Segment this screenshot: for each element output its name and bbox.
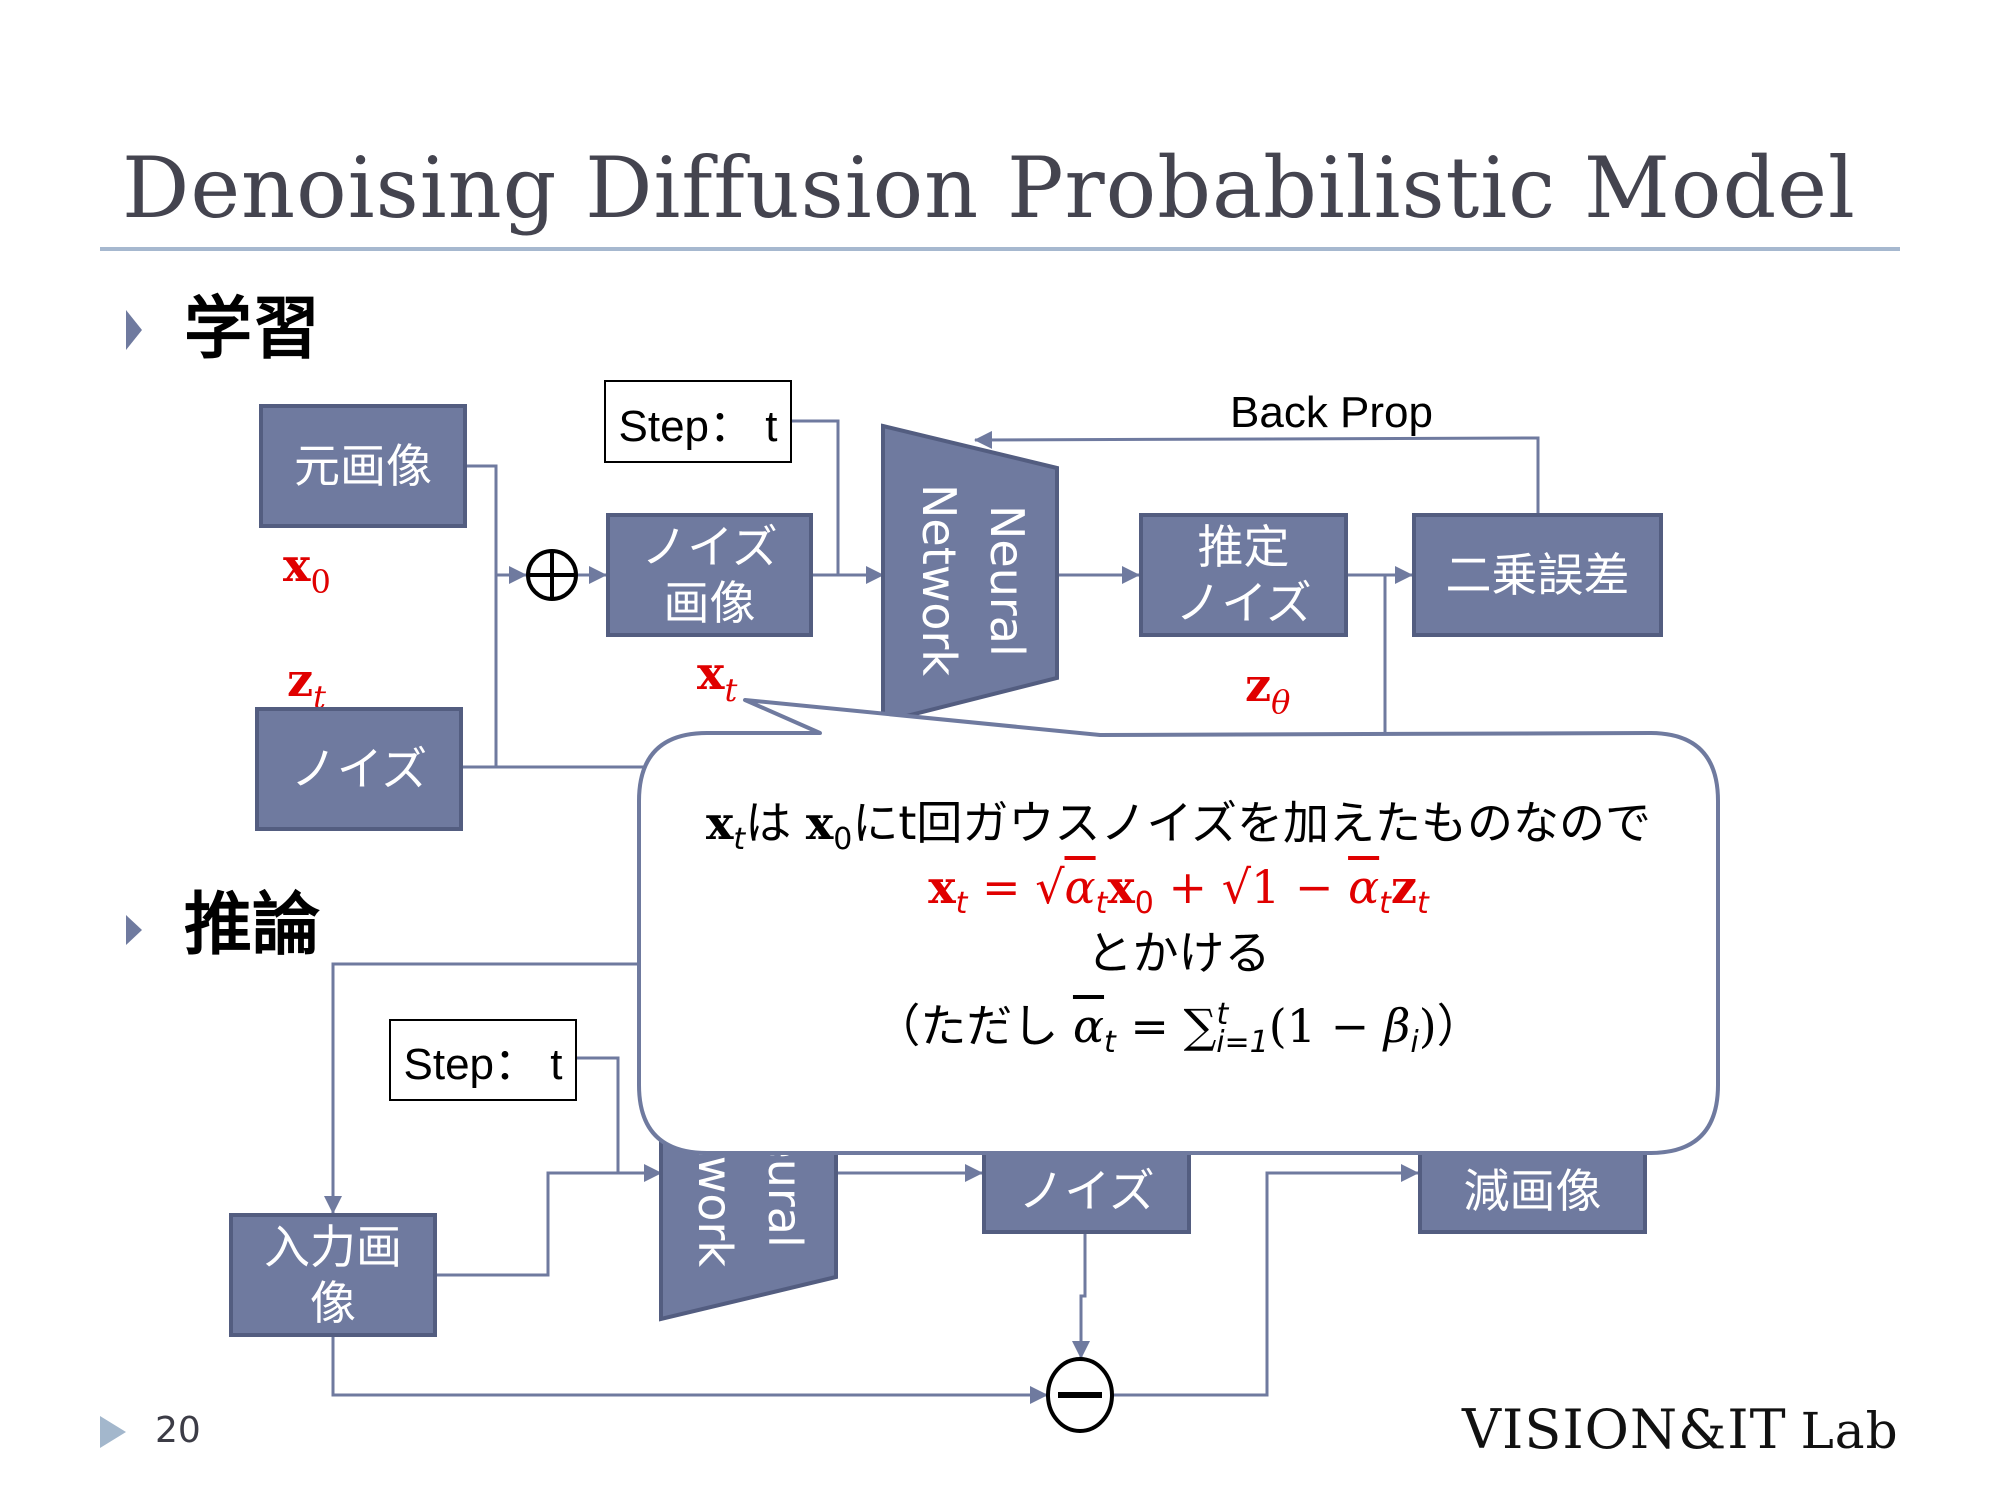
training-heading: 学習 xyxy=(184,290,321,369)
input-image-box: 入力画 像 xyxy=(229,1213,437,1337)
connector-step-infer xyxy=(576,1056,620,1173)
connector-feedback-loop xyxy=(324,962,700,1214)
callout-line-3: とかける xyxy=(1086,926,1271,980)
denoised-image-visible-line: 減画像 xyxy=(1463,1163,1602,1218)
lab-logo-main: VISION&IT xyxy=(1462,1398,1787,1461)
connector-input-to-sub xyxy=(331,1337,1048,1404)
zt-label: zt xyxy=(287,653,326,716)
callout-line-1: xtは x0にt回ガウスノイズを加えたものなので xyxy=(705,796,1651,857)
lab-logo-suffix: Lab xyxy=(1800,1402,1899,1460)
connector-sub-to-denoised xyxy=(1113,1164,1419,1397)
estimated-noise-line1: 推定 xyxy=(1197,520,1290,574)
estimated-noise-line2: ノイズ xyxy=(1175,576,1312,630)
connector-x0-to-add xyxy=(467,464,498,767)
inference-estimated-noise-visible-line: ノイズ xyxy=(1018,1163,1155,1218)
inference-heading: 推論 xyxy=(184,886,321,965)
connector-step-train xyxy=(791,419,840,575)
training-step-label: Step： t xyxy=(618,401,778,451)
xt-label: xt xyxy=(697,646,738,709)
training-neural-network-shape xyxy=(881,423,1059,725)
estimated-noise-box: 推定 ノイズ xyxy=(1139,513,1348,637)
noisy-image-label-line2: 画像 xyxy=(663,576,756,630)
original-image-box: 元画像 xyxy=(259,404,467,528)
connector-est-to-sub xyxy=(1072,1233,1090,1359)
x0-label: x0 xyxy=(283,538,331,601)
bullet-icon-training xyxy=(126,310,142,350)
input-image-line1: 入力画 xyxy=(264,1220,402,1274)
bullet-icon-inference xyxy=(126,915,142,945)
ztheta-label: zθ xyxy=(1245,658,1291,721)
squared-error-label: 二乗誤差 xyxy=(1445,548,1630,602)
inference-step-label: Step： t xyxy=(403,1040,563,1089)
title-rule xyxy=(100,247,1900,251)
squared-error-box: 二乗誤差 xyxy=(1412,513,1663,637)
noise-box: ノイズ xyxy=(255,707,463,831)
inference-estimated-noise-visible: ノイズ xyxy=(982,1155,1191,1234)
original-image-label: 元画像 xyxy=(294,439,432,493)
callout-formula: xt = √αtx0 + √1 − αtzt xyxy=(928,860,1429,921)
noisy-image-box: ノイズ 画像 xyxy=(606,513,813,637)
subtract-operator-icon xyxy=(1046,1357,1114,1433)
input-image-line2: 像 xyxy=(310,1276,356,1330)
add-operator-icon xyxy=(526,549,578,601)
inference-step-box: Step： t xyxy=(389,1019,577,1101)
connector-input-to-nn xyxy=(437,1164,662,1277)
noisy-image-label-line1: ノイズ xyxy=(641,520,778,574)
denoised-image-box-visible: 減画像 xyxy=(1418,1155,1647,1234)
callout-line-4: （ただし αt = ∑ti=1(1 − βi)） xyxy=(874,997,1483,1060)
back-prop-label: Back Prop xyxy=(1230,388,1433,437)
page-number: 20 xyxy=(155,1410,201,1451)
slide-title: Denoising Diffusion Probabilistic Model xyxy=(122,139,1856,237)
training-step-box: Step： t xyxy=(604,380,792,463)
footer-bullet-icon xyxy=(100,1416,126,1448)
connector-backprop xyxy=(974,430,1540,513)
noise-label: ノイズ xyxy=(290,742,428,796)
